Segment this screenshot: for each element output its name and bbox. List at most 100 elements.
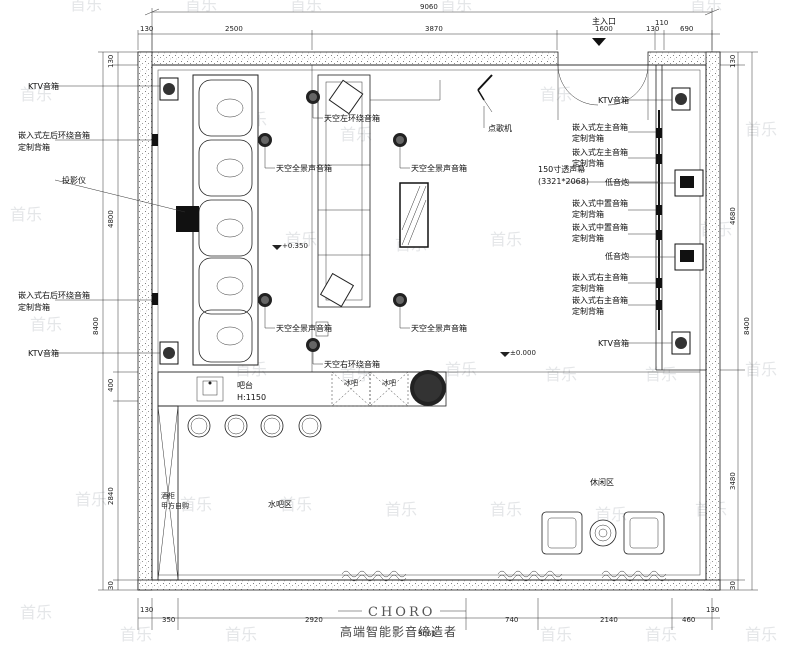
svg-text:定制背箱: 定制背箱 bbox=[572, 233, 604, 243]
svg-text:定制背箱: 定制背箱 bbox=[572, 133, 604, 143]
dim-bottom-seg-1: 350 bbox=[162, 616, 175, 624]
dim-left-seg-3: 2840 bbox=[107, 487, 115, 505]
svg-text:首乐: 首乐 bbox=[490, 500, 522, 519]
svg-text:定制背箱: 定制背箱 bbox=[572, 283, 604, 293]
svg-text:首乐: 首乐 bbox=[280, 495, 312, 514]
dim-top-total: 9060 bbox=[420, 3, 438, 11]
bar-stools bbox=[187, 414, 322, 438]
sky-pano-4-label: 天空全景声音箱 bbox=[411, 323, 467, 333]
dim-top-seg-3: 1600 bbox=[595, 25, 613, 33]
sky-speaker-3 bbox=[258, 293, 272, 307]
center-panel bbox=[399, 182, 429, 248]
svg-text:首乐: 首乐 bbox=[440, 0, 472, 14]
svg-text:首乐: 首乐 bbox=[745, 625, 777, 644]
svg-text:首乐: 首乐 bbox=[690, 0, 722, 14]
svg-text:嵌入式左主音箱: 嵌入式左主音箱 bbox=[572, 147, 628, 157]
surround-right-rear-speaker bbox=[152, 293, 158, 305]
bar-counter: 冰吧 冰吧 bbox=[157, 370, 447, 407]
level-2-label: ±0.000 bbox=[510, 349, 536, 357]
embedded-speakers bbox=[656, 128, 662, 310]
svg-text:首乐: 首乐 bbox=[745, 120, 777, 139]
wine-cabinet bbox=[157, 405, 179, 581]
dim-top-seg-1: 2500 bbox=[225, 25, 243, 33]
ktv-speaker-left-top bbox=[159, 77, 179, 101]
svg-text:首乐: 首乐 bbox=[645, 365, 677, 384]
ktv-speaker-left-bottom bbox=[159, 341, 179, 365]
ktv-left-bottom-label: KTV音箱 bbox=[28, 348, 59, 358]
sky-pano-3-label: 天空全景声音箱 bbox=[276, 323, 332, 333]
sky-pano-1-label: 天空全景声音箱 bbox=[276, 163, 332, 173]
sky-left-surround-label: 天空左环绕音箱 bbox=[324, 113, 380, 123]
svg-text:首乐: 首乐 bbox=[290, 0, 322, 14]
svg-text:首乐: 首乐 bbox=[20, 85, 52, 104]
sky-pano-2-label: 天空全景声音箱 bbox=[411, 163, 467, 173]
sky-left-surround-speaker bbox=[306, 90, 320, 104]
lounge-chairs bbox=[541, 511, 665, 555]
dim-bottom-small-2: 130 bbox=[706, 606, 719, 614]
ktv-right-top-label: KTV音箱 bbox=[598, 95, 629, 105]
projector-icon bbox=[176, 206, 199, 232]
dim-left-total: 8400 bbox=[92, 317, 100, 335]
sky-right-surround-label: 天空右环绕音箱 bbox=[324, 359, 380, 369]
dim-bottom-small-1: 130 bbox=[140, 606, 153, 614]
walls bbox=[137, 51, 721, 591]
svg-text:首乐: 首乐 bbox=[340, 125, 372, 144]
surround-left-rear-label: 嵌入式左后环绕音箱 bbox=[18, 130, 90, 140]
right-dimension-lines: 130 4680 3480 30 8400 bbox=[718, 51, 758, 591]
dim-top-seg-4: 110 bbox=[655, 19, 668, 27]
dim-left-small-2: 30 bbox=[107, 581, 115, 590]
lounge-area-label: 休闲区 bbox=[590, 477, 614, 487]
ktv-speaker-right-top bbox=[671, 87, 691, 111]
svg-text:首乐: 首乐 bbox=[30, 315, 62, 334]
dim-bottom-seg-5: 460 bbox=[682, 616, 695, 624]
svg-text:冰吧: 冰吧 bbox=[382, 378, 396, 387]
surround-right-rear-label: 嵌入式右后环绕音箱 bbox=[18, 290, 90, 300]
subwoofer-2 bbox=[674, 243, 704, 271]
svg-text:首乐: 首乐 bbox=[180, 495, 212, 514]
svg-text:首乐: 首乐 bbox=[540, 85, 572, 104]
dim-right-seg-2: 3480 bbox=[729, 472, 737, 490]
svg-text:嵌入式右主音箱: 嵌入式右主音箱 bbox=[572, 272, 628, 282]
svg-text:首乐: 首乐 bbox=[185, 0, 217, 14]
bottom-dimension-lines: 130 350 2920 740 2140 460 130 9060 bbox=[137, 598, 720, 638]
entrance-arrow-icon bbox=[592, 38, 606, 46]
svg-text:首乐: 首乐 bbox=[490, 230, 522, 249]
sky-speaker-4 bbox=[393, 293, 407, 307]
svg-text:嵌入式右主音箱: 嵌入式右主音箱 bbox=[572, 295, 628, 305]
screen-resolution-label: (3321*2068) bbox=[538, 177, 589, 186]
svg-text:低音炮: 低音炮 bbox=[605, 177, 629, 187]
svg-text:首乐: 首乐 bbox=[445, 360, 477, 379]
dim-right-small-2: 30 bbox=[729, 581, 737, 590]
dim-left-small-1: 130 bbox=[107, 55, 115, 68]
entrance-door[interactable]: 主入口 bbox=[557, 16, 649, 120]
dim-bottom-seg-3: 740 bbox=[505, 616, 518, 624]
ktv-speaker-right-bottom bbox=[671, 331, 691, 355]
dim-left-seg-2: 400 bbox=[107, 379, 115, 392]
dim-top-seg-5: 690 bbox=[680, 25, 693, 33]
jukebox-icon bbox=[477, 74, 493, 113]
dim-top-small-2: 130 bbox=[646, 25, 659, 33]
dim-right-small-1: 130 bbox=[729, 55, 737, 68]
svg-text:冰吧: 冰吧 bbox=[344, 378, 358, 387]
svg-text:低音炮: 低音炮 bbox=[605, 251, 629, 261]
surround-right-rear-box-label: 定制背箱 bbox=[18, 302, 50, 312]
svg-text:首乐: 首乐 bbox=[225, 625, 257, 644]
svg-text:嵌入式左主音箱: 嵌入式左主音箱 bbox=[572, 122, 628, 132]
right-speaker-labels: 嵌入式左主音箱 定制背箱 嵌入式左主音箱 定制背箱 低音炮 嵌入式中置音箱 定制… bbox=[572, 122, 675, 316]
sky-speaker-1 bbox=[258, 133, 272, 147]
center-cabinet bbox=[311, 65, 441, 372]
dim-bottom-seg-2: 2920 bbox=[305, 616, 323, 624]
entrance-label: 主入口 bbox=[592, 16, 616, 26]
svg-text:定制背箱: 定制背箱 bbox=[572, 209, 604, 219]
level-mark-1-icon bbox=[272, 245, 282, 250]
dim-bottom-seg-4: 2140 bbox=[600, 616, 618, 624]
level-1-label: +0.350 bbox=[282, 242, 308, 250]
bar-height-label: H:1150 bbox=[237, 393, 266, 402]
dim-right-total: 8400 bbox=[743, 317, 751, 335]
projector-label: 投影仪 bbox=[62, 175, 86, 185]
svg-text:首乐: 首乐 bbox=[545, 365, 577, 384]
air-vents bbox=[341, 570, 667, 582]
dim-bottom-total: 9060 bbox=[418, 630, 436, 638]
svg-text:首乐: 首乐 bbox=[10, 205, 42, 224]
svg-text:首乐: 首乐 bbox=[120, 625, 152, 644]
